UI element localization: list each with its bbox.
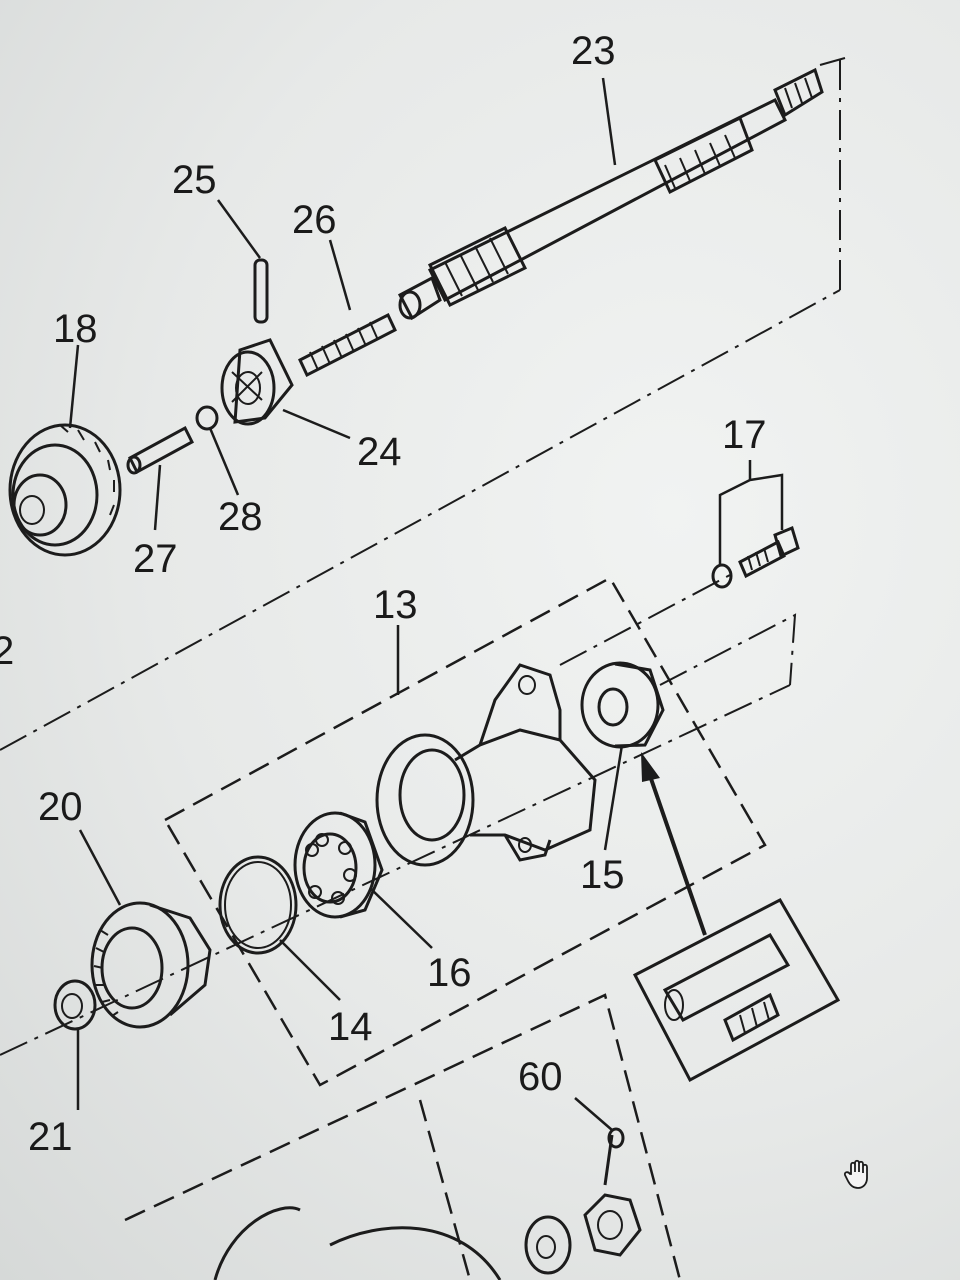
bushing-28 — [195, 405, 219, 431]
lower-cover — [213, 1206, 301, 1280]
callout-14: 14 — [328, 1005, 373, 1049]
callout-20: 20 — [38, 785, 83, 829]
housing-13 — [375, 663, 597, 867]
leader-60 — [574, 1097, 613, 1131]
bearing-16 — [293, 811, 384, 919]
rod-27 — [126, 425, 194, 475]
gear-18 — [8, 423, 122, 557]
callout-21: 21 — [28, 1115, 73, 1159]
upper-axis-line — [0, 289, 841, 751]
seal-15 — [580, 661, 665, 749]
callout-26: 26 — [292, 198, 337, 242]
callout-18: 18 — [53, 307, 98, 351]
callout-24: 24 — [357, 430, 402, 474]
assembly-box-lower-2 — [418, 1099, 472, 1280]
leader-18 — [68, 344, 80, 429]
lower-washer — [524, 1215, 572, 1275]
callout-25: 25 — [172, 158, 217, 202]
o-ring-14 — [218, 855, 298, 955]
leader-16 — [369, 887, 433, 949]
leader-17 — [718, 460, 784, 565]
callout-17: 17 — [722, 413, 767, 457]
washer-21 — [53, 979, 97, 1031]
pin-25 — [253, 258, 269, 324]
bolt-17 — [711, 525, 800, 589]
hand-cursor-icon — [843, 1159, 868, 1189]
callout-15: 15 — [580, 853, 625, 897]
callout-23: 23 — [571, 29, 616, 73]
detail-inset — [632, 898, 841, 1083]
leader-27 — [153, 464, 162, 531]
assembly-box-lower — [124, 993, 682, 1280]
detail-arrow — [646, 769, 707, 936]
clutch-24 — [220, 338, 294, 426]
callout-2: 2 — [0, 629, 14, 673]
callout-60: 60 — [518, 1055, 563, 1099]
cotter-pin-60 — [603, 1127, 625, 1186]
drive-shaft-23 — [397, 67, 824, 321]
leader-20 — [78, 829, 122, 906]
bevel-gear-20 — [90, 901, 212, 1029]
shaft-frame-top — [819, 57, 846, 66]
castle-nut — [583, 1193, 642, 1257]
lower-axis-line — [0, 684, 791, 1056]
assembly-box-13 — [163, 576, 767, 1087]
callout-16: 16 — [427, 951, 472, 995]
spring-26 — [298, 312, 397, 378]
leader-26 — [328, 239, 352, 311]
leader-23 — [601, 77, 617, 166]
bolt-axis-line — [559, 574, 731, 666]
leader-15 — [603, 744, 624, 851]
callout-27: 27 — [133, 537, 178, 581]
leader-25 — [216, 199, 262, 259]
lower-cover-2 — [329, 1226, 502, 1280]
callout-13: 13 — [373, 583, 418, 627]
housing-frame-right — [659, 613, 797, 686]
callout-28: 28 — [218, 495, 263, 539]
detail-arrow-head — [641, 752, 660, 782]
leader-14 — [279, 939, 341, 1001]
leader-28 — [208, 427, 240, 496]
leader-24 — [282, 408, 351, 440]
